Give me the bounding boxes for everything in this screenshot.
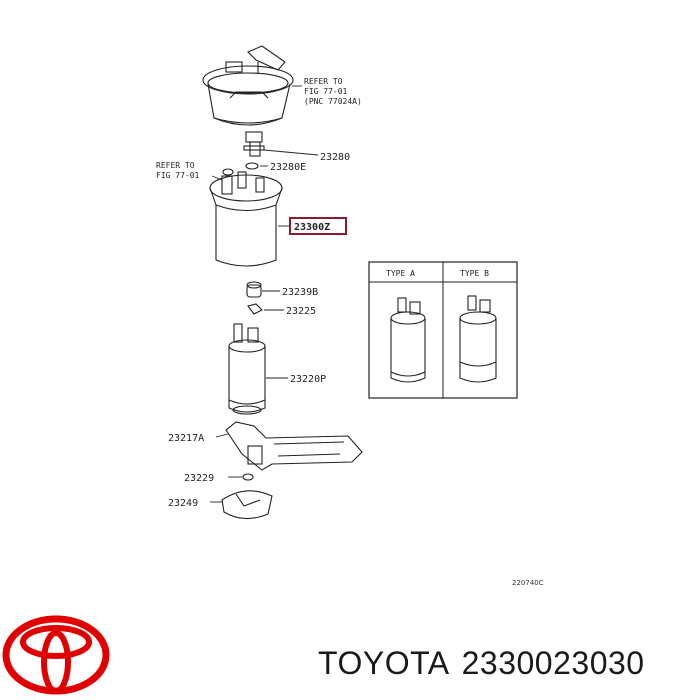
label-23300z: 23300Z bbox=[294, 222, 330, 233]
clip-23225 bbox=[247, 303, 263, 315]
label-23217a: 23217A bbox=[168, 433, 204, 444]
label-23280: 23280 bbox=[320, 152, 350, 163]
brand-part-number: TOYOTA 2330023030 bbox=[318, 645, 657, 682]
refer-text-left-1: REFER TO bbox=[156, 161, 195, 170]
label-23225: 23225 bbox=[286, 306, 316, 317]
toyota-logo-icon bbox=[2, 615, 110, 695]
fuel-pump bbox=[228, 323, 266, 415]
pump-type-inset bbox=[368, 261, 518, 399]
grommet-23239b bbox=[246, 281, 262, 298]
refer-text-top-2: FIG 77-01 bbox=[304, 87, 348, 96]
label-23229: 23229 bbox=[184, 473, 214, 484]
inset-type-a-label: TYPE A bbox=[386, 269, 415, 278]
refer-text-top-1: REFER TO bbox=[304, 77, 343, 86]
filter-screen bbox=[221, 490, 273, 520]
clip-23229 bbox=[242, 473, 254, 481]
type-a-pump bbox=[390, 297, 426, 383]
label-23249: 23249 bbox=[168, 498, 198, 509]
top-housing bbox=[202, 45, 294, 126]
figure-code: 220740C bbox=[512, 579, 544, 587]
oring-23280e bbox=[245, 162, 259, 170]
label-23280e: 23280E bbox=[270, 162, 306, 173]
inset-type-b-label: TYPE B bbox=[460, 269, 489, 278]
part-number: 2330023030 bbox=[461, 645, 645, 681]
highlight-box bbox=[289, 217, 347, 235]
label-23239b: 23239B bbox=[282, 287, 318, 298]
refer-text-top-3: (PNC 77024A) bbox=[304, 97, 362, 106]
fitting-23280 bbox=[243, 131, 265, 157]
type-b-pump bbox=[459, 295, 497, 383]
brand-name: TOYOTA bbox=[318, 645, 450, 681]
pump-bracket bbox=[225, 421, 363, 471]
filter-cup bbox=[209, 171, 283, 267]
label-23220p: 23220P bbox=[290, 374, 326, 385]
refer-text-left-2: FIG 77-01 bbox=[156, 171, 200, 180]
